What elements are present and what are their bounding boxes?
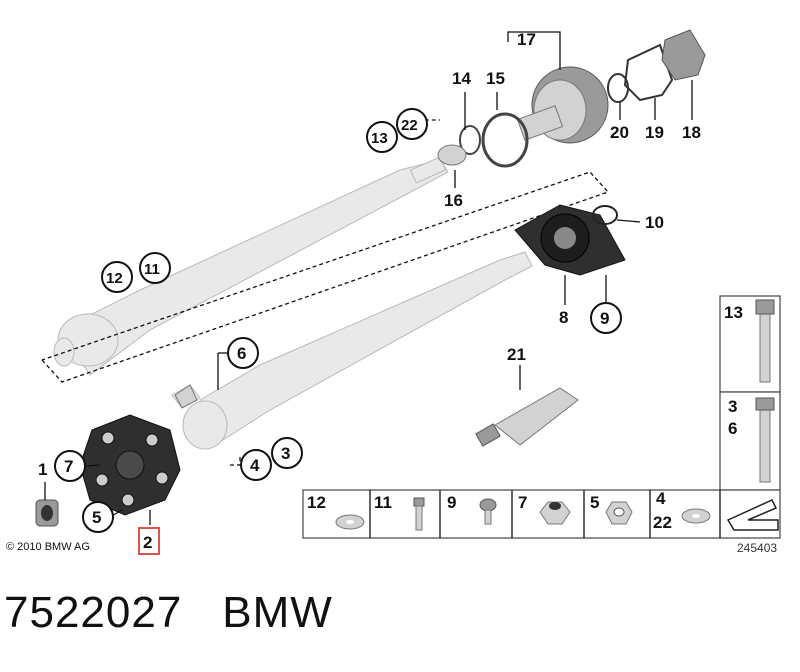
callout-17: 17	[517, 30, 536, 49]
callout-7: 7	[64, 457, 73, 476]
callout-4: 4	[250, 456, 260, 475]
callout-3: 3	[281, 444, 290, 463]
callout-13: 13	[371, 130, 388, 147]
bolt-panel-13: 13	[724, 303, 743, 322]
gasket-19	[623, 43, 674, 102]
caption: 7522027 BMW	[4, 588, 333, 648]
callout-20: 20	[610, 123, 629, 142]
bolt-panel: 13 3 6	[719, 295, 781, 491]
callout-18: 18	[682, 123, 701, 142]
callout-2: 2	[143, 533, 152, 552]
callouts: 1 7 5 2 6 4 3 12 11 13 22 14 15 16 17 20…	[38, 30, 701, 555]
legend-strip: 12 11 9 7 5 4 22	[302, 489, 781, 539]
upper-driveshaft	[53, 156, 449, 376]
callout-22: 22	[401, 117, 418, 134]
callout-19: 19	[645, 123, 664, 142]
part-number: 7522027	[4, 588, 183, 637]
brand-name: BMW	[222, 588, 333, 637]
bracket-plate	[174, 384, 198, 409]
callout-6: 6	[237, 344, 246, 363]
callout-10: 10	[645, 213, 664, 232]
legend-9: 9	[447, 493, 456, 512]
diagram-reference-number: 245403	[737, 541, 778, 555]
bolt-panel-6: 6	[728, 419, 737, 438]
callout-12: 12	[106, 270, 123, 287]
legend-22: 22	[653, 513, 672, 532]
callout-11: 11	[144, 261, 160, 278]
bolt-panel-3: 3	[728, 397, 737, 416]
cap-18	[661, 29, 706, 81]
direction-arrow-icon	[726, 499, 779, 531]
legend-11: 11	[374, 493, 392, 512]
snap-rings	[437, 112, 529, 168]
callout-5: 5	[92, 508, 101, 527]
flex-disc-coupling	[79, 414, 181, 516]
callout-8: 8	[559, 308, 568, 327]
legend-12: 12	[307, 493, 326, 512]
callout-16: 16	[444, 191, 463, 210]
callout-2-highlight	[138, 527, 160, 555]
parts-diagram: 1 7 5 2 6 4 3 12 11 13 22 14 15 16 17 20…	[35, 29, 781, 555]
callout-1: 1	[38, 460, 47, 479]
ring-10	[592, 205, 618, 225]
callout-14: 14	[452, 69, 471, 88]
upper-shaft-outline	[41, 171, 610, 383]
copyright-notice: © 2010 BMW AG	[6, 541, 90, 553]
callout-9: 9	[600, 309, 609, 328]
legend-4: 4	[656, 489, 666, 508]
leader-lines	[44, 31, 693, 525]
legend-5: 5	[590, 493, 599, 512]
cv-joint	[516, 66, 609, 144]
legend-7: 7	[518, 493, 527, 512]
lower-driveshaft	[171, 251, 533, 450]
callout-21: 21	[507, 345, 526, 364]
centering-bushing	[35, 499, 59, 527]
grease-tube	[475, 387, 579, 447]
callout-15: 15	[486, 69, 505, 88]
